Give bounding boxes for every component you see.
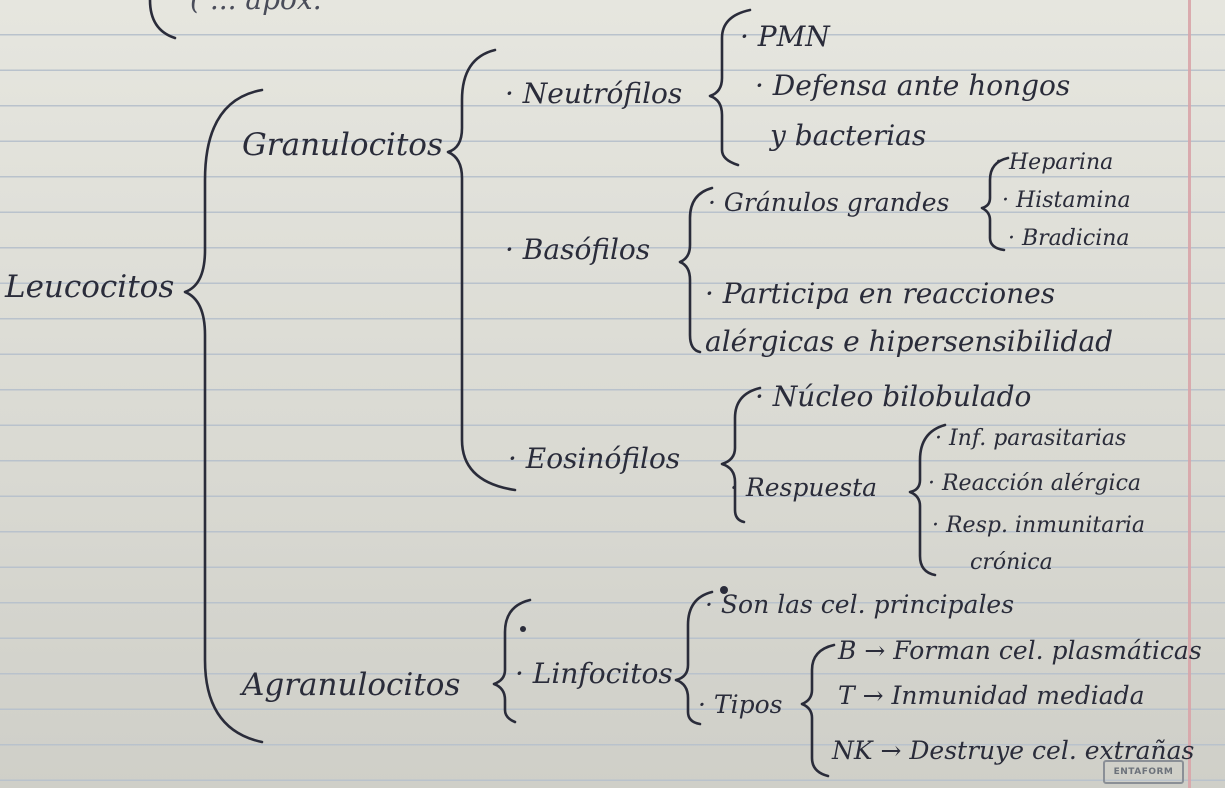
- tipos-label: · Tipos: [698, 690, 783, 719]
- agranulocitos-label: Agranulocitos: [242, 667, 461, 703]
- top-fragment: ( ... apox.: [190, 0, 322, 14]
- respuesta-item: crónica: [970, 550, 1053, 575]
- granulos-item: · Heparina: [995, 150, 1114, 175]
- brace-leucocitos: [183, 88, 264, 744]
- neutrofilos-item: · Defensa ante hongos: [755, 69, 1071, 102]
- margin-line: [1188, 0, 1191, 788]
- eosinofilos-label: · Eosinófilos: [508, 442, 681, 475]
- brace-agranulocitos: [492, 598, 532, 724]
- brace-respuesta: [908, 423, 947, 577]
- brace-neutrofilos: [708, 8, 752, 167]
- participa-line: alérgicas e hipersensibilidad: [705, 325, 1114, 358]
- nucleo-bilobulado: · Núcleo bilobulado: [755, 380, 1032, 413]
- neutrofilos-item: y bacterias: [770, 119, 927, 152]
- respuesta-item: · Resp. inmunitaria: [932, 513, 1145, 538]
- brace-eosinofilos: [720, 386, 762, 524]
- respuesta-item: · Inf. parasitarias: [935, 426, 1127, 451]
- respuesta-label: · Respuesta: [730, 473, 878, 502]
- tipo-item: B → Forman cel. plasmáticas: [838, 636, 1202, 665]
- principales-line: · Son las cel. principales: [705, 590, 1015, 619]
- neutrofilos-item: · PMN: [740, 20, 830, 53]
- respuesta-item: · Reacción alérgica: [928, 471, 1142, 496]
- neutrofilos-label: · Neutrófilos: [505, 77, 683, 110]
- granulos-item: · Histamina: [1002, 188, 1131, 213]
- granulos-grandes: · Gránulos grandes: [708, 188, 950, 217]
- granulocitos-label: Granulocitos: [242, 127, 443, 163]
- tipo-item: NK → Destruye cel. extrañas: [832, 736, 1195, 765]
- brace-basofilos: [678, 186, 714, 354]
- tipo-item: T → Inmunidad mediada: [838, 681, 1145, 710]
- linfocitos-label: · Linfocitos: [515, 657, 673, 690]
- brace-granulos: [980, 156, 1010, 252]
- brand-logo: ENTAFORM: [1103, 760, 1184, 784]
- root-leucocitos: Leucocitos: [5, 269, 175, 305]
- participa-line: · Participa en reacciones: [705, 277, 1056, 310]
- ink-dot: [720, 586, 728, 594]
- brace-granulocitos: [446, 48, 517, 492]
- granulos-item: · Bradicina: [1008, 226, 1130, 251]
- brace-linfocitos: [674, 590, 714, 726]
- brace-tipos: [800, 643, 836, 778]
- basofilos-label: · Basófilos: [505, 233, 651, 266]
- ink-dot: [520, 626, 526, 632]
- top-fragment-bracket: [148, 0, 177, 40]
